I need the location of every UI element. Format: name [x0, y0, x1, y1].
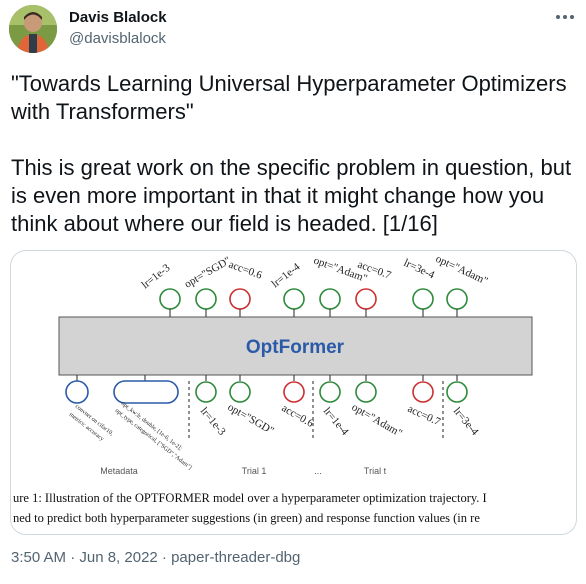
- section-label: ...: [314, 466, 322, 476]
- green-token-circle: [319, 288, 341, 310]
- metadata-text: opt_type, categorical, ["SGD","Adam"]: [114, 408, 193, 471]
- tweet-media[interactable]: lr=1e-3 opt="SGD" acc=0.6 lr=1e-4 opt="A…: [10, 250, 577, 535]
- green-token-circle: [319, 381, 341, 403]
- optformer-figure: lr=1e-3 opt="SGD" acc=0.6 lr=1e-4 opt="A…: [13, 253, 533, 525]
- person-photo-icon: [9, 5, 57, 53]
- display-name[interactable]: Davis Blalock: [69, 9, 167, 26]
- red-token-circle: [412, 381, 434, 403]
- green-token-circle: [159, 288, 181, 310]
- section-label: Metadata: [100, 466, 138, 476]
- red-token-circle: [229, 288, 251, 310]
- top-label: lr=3e-4: [402, 257, 437, 282]
- bottom-label: acc=0.7: [406, 403, 443, 429]
- bottom-label: lr=1e-3: [198, 405, 228, 438]
- more-horizontal-icon: [556, 15, 574, 19]
- more-options-button[interactable]: [548, 6, 582, 28]
- red-token-circle: [283, 381, 305, 403]
- green-token-circle: [195, 381, 217, 403]
- figure-caption: ned to predict both hyperparameter sugge…: [13, 511, 480, 525]
- green-token-circle: [355, 381, 377, 403]
- top-label: opt="SGD": [183, 255, 233, 291]
- green-token-circle: [283, 288, 305, 310]
- bottom-label: acc=0.6: [280, 402, 316, 430]
- green-token-circle: [412, 288, 434, 310]
- avatar[interactable]: [9, 5, 57, 53]
- red-token-circle: [355, 288, 377, 310]
- top-label: lr=1e-4: [269, 261, 302, 291]
- bottom-label: lr=1e-4: [321, 405, 351, 438]
- figure-caption: ure 1: Illustration of the OPTFORMER mod…: [13, 491, 487, 505]
- section-label: Trial 1: [242, 466, 267, 476]
- handle[interactable]: @davisblalock: [69, 30, 166, 47]
- bottom-label: opt="Adam": [350, 401, 405, 439]
- green-token-circle: [195, 288, 217, 310]
- top-label: opt="Adam": [434, 253, 490, 288]
- tweet-text: "Towards Learning Universal Hyperparamet…: [11, 71, 572, 236]
- bottom-label: opt="SGD": [226, 401, 276, 437]
- green-token-circle: [446, 381, 468, 403]
- top-label: lr=1e-3: [139, 262, 172, 292]
- tweet-timestamp[interactable]: 3:50 AM · Jun 8, 2022 · paper-threader-d…: [11, 549, 301, 566]
- optformer-box: [58, 316, 533, 376]
- green-token-circle: [229, 381, 251, 403]
- metadata-text: opt_kw:lr, double, [1e-6, 1e-2];: [120, 401, 183, 452]
- top-label: acc=0.6: [227, 259, 264, 282]
- section-label: Trial t: [364, 466, 387, 476]
- metadata-token-circle: [65, 380, 89, 404]
- bottom-label: lr=3e-4: [451, 405, 481, 438]
- optformer-label: OptFormer: [246, 337, 345, 358]
- green-token-circle: [446, 288, 468, 310]
- metadata-token-pill: [113, 380, 179, 404]
